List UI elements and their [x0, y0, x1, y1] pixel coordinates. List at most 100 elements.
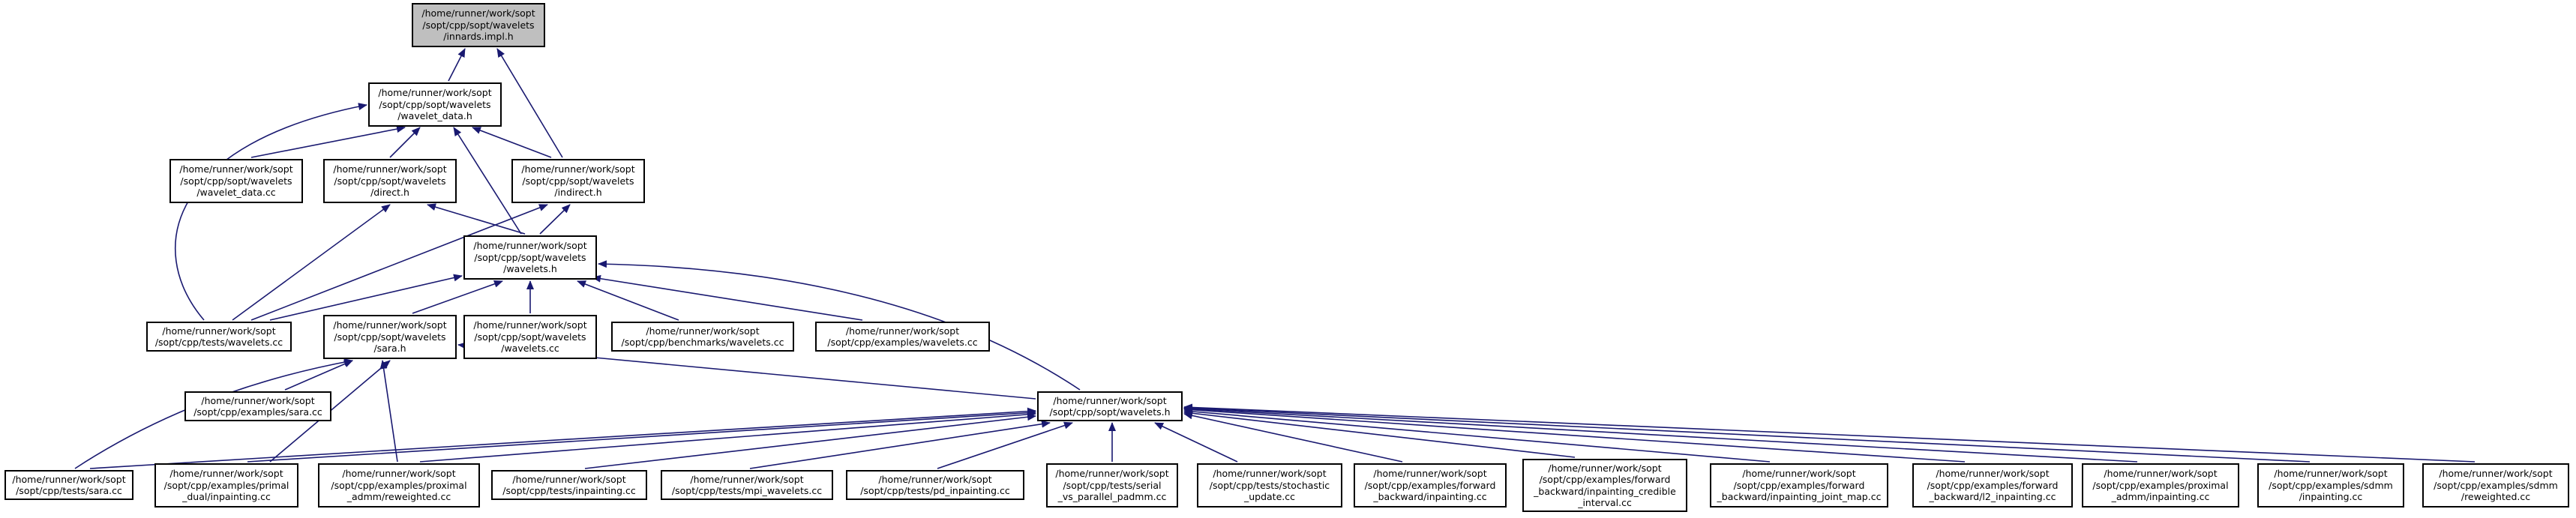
node-label-line: /sopt/cpp/sopt/wavelets.h — [1049, 406, 1171, 418]
node-wavelet-data-cc[interactable]: /home/runner/work/sopt/sopt/cpp/sopt/wav… — [169, 159, 303, 203]
node-label-line: _vs_parallel_padmm.cc — [1057, 491, 1167, 503]
edge-tests_wavelets-to-direct_h — [232, 204, 391, 321]
node-label-line: /home/runner/work/sopt — [1742, 468, 1856, 480]
node-tests-serial[interactable]: /home/runner/work/sopt/sopt/cpp/tests/se… — [1046, 463, 1178, 508]
node-label-line: /home/runner/work/sopt — [162, 325, 276, 337]
node-label-line: /sopt/cpp/sopt/wavelets — [422, 19, 535, 31]
edge-ex_prox_inpaint-to-sopt_wavelets_h — [1183, 405, 2138, 463]
node-label-line: _backward/inpainting_credible — [1534, 485, 1676, 497]
node-ex-sara[interactable]: /home/runner/work/sopt/sopt/cpp/examples… — [184, 391, 331, 421]
node-wavelets-wh[interactable]: /home/runner/work/sopt/sopt/cpp/sopt/wav… — [463, 235, 597, 280]
node-label-line: _interval.cc — [1578, 497, 1632, 508]
edge-tests_pd-to-sopt_wavelets_h — [937, 421, 1073, 469]
node-label-line: /sopt/cpp/tests/serial — [1063, 479, 1162, 491]
node-label-line: /sopt/cpp/tests/sara.cc — [16, 485, 122, 496]
node-ex-fb-l2[interactable]: /home/runner/work/sopt/sopt/cpp/examples… — [1912, 463, 2073, 508]
node-indirect-h[interactable]: /home/runner/work/sopt/sopt/cpp/sopt/wav… — [511, 159, 645, 203]
node-label-line: /sopt/cpp/examples/forward — [1364, 479, 1496, 491]
node-label-line: /sopt/cpp/sopt/wavelets — [180, 175, 292, 187]
edge-sopt_wavelets_h-to-wavelets_wh — [598, 260, 1081, 391]
node-label-line: /home/runner/work/sopt — [1373, 468, 1487, 480]
node-label-line: /home/runner/work/sopt — [169, 468, 283, 480]
node-label-line: /home/runner/work/sopt — [201, 394, 315, 406]
node-tests-mpi[interactable]: /home/runner/work/sopt/sopt/cpp/tests/mp… — [661, 470, 833, 500]
edge-ex_fb_cred-to-sopt_wavelets_h — [1183, 409, 1576, 458]
node-ex-fb-inpaint[interactable]: /home/runner/work/sopt/sopt/cpp/examples… — [1354, 463, 1507, 508]
node-label-line: /sopt/cpp/sopt/wavelets — [474, 331, 586, 343]
node-innards: /home/runner/work/sopt/sopt/cpp/sopt/wav… — [412, 3, 545, 47]
node-tests-sara[interactable]: /home/runner/work/sopt/sopt/cpp/tests/sa… — [4, 470, 133, 500]
node-tests-wavelets[interactable]: /home/runner/work/sopt/sopt/cpp/tests/wa… — [146, 322, 292, 352]
node-direct-h[interactable]: /home/runner/work/sopt/sopt/cpp/sopt/wav… — [323, 159, 457, 203]
node-label-line: /home/runner/work/sopt — [378, 87, 492, 99]
edge-wavelets_wh-to-indirect_h — [539, 204, 571, 235]
edge-indirect_h-to-innards — [496, 48, 563, 158]
node-label-line: /sopt/cpp/sopt/wavelets — [474, 251, 586, 263]
node-label-line: /home/runner/work/sopt — [2439, 468, 2553, 480]
edge-tests_stoch-to-sopt_wavelets_h — [1154, 422, 1238, 463]
node-ex-prox-inpaint[interactable]: /home/runner/work/sopt/sopt/cpp/examples… — [2082, 463, 2239, 508]
edge-ex_primal_dual-to-sopt_wavelets_h — [247, 409, 1036, 463]
node-label-line: /direct.h — [370, 187, 409, 199]
node-ex-sdmm-inpaint[interactable]: /home/runner/work/sopt/sopt/cpp/examples… — [2257, 463, 2404, 508]
node-label-line: _update.cc — [1243, 491, 1295, 503]
node-tests-stoch[interactable]: /home/runner/work/sopt/sopt/cpp/tests/st… — [1197, 463, 1342, 508]
node-label-line: /home/runner/work/sopt — [521, 163, 635, 175]
node-label-line: /home/runner/work/sopt — [2104, 468, 2218, 480]
node-ex-fb-joint[interactable]: /home/runner/work/sopt/sopt/cpp/examples… — [1710, 463, 1888, 508]
node-tests-pd[interactable]: /home/runner/work/sopt/sopt/cpp/tests/pd… — [846, 470, 1024, 500]
node-wavelet-data-h[interactable]: /home/runner/work/sopt/sopt/cpp/sopt/wav… — [368, 82, 502, 127]
node-label-line: /home/runner/work/sopt — [342, 468, 456, 480]
edge-wavelets_wh-to-direct_h — [427, 203, 526, 235]
edge-tests_wavelets-to-wavelets_wh — [269, 274, 463, 321]
edge-tests_wavelets-to-wavelet_data_h — [174, 103, 367, 321]
node-ex-primal-dual[interactable]: /home/runner/work/sopt/sopt/cpp/examples… — [154, 463, 298, 508]
node-label-line: /sopt/cpp/tests/inpainting.cc — [502, 485, 636, 496]
node-label-line: _dual/inpainting.cc — [182, 491, 271, 503]
edge-ex_sdmm_rew-to-sopt_wavelets_h — [1183, 403, 2476, 463]
node-label-line: /home/runner/work/sopt — [690, 473, 804, 485]
node-label-line: /sopt/cpp/benchmarks/wavelets.cc — [621, 337, 784, 348]
node-label-line: /sopt/cpp/tests/mpi_wavelets.cc — [671, 485, 823, 496]
node-ex-fb-cred[interactable]: /home/runner/work/sopt/sopt/cpp/examples… — [1522, 459, 1687, 512]
node-label-line: /inpainting.cc — [2299, 491, 2363, 503]
edge-tests_inpaint-to-sopt_wavelets_h — [584, 413, 1036, 469]
node-sopt-wavelets-h[interactable]: /home/runner/work/sopt/sopt/cpp/sopt/wav… — [1037, 391, 1183, 421]
node-label-line: /home/runner/work/sopt — [473, 240, 587, 252]
node-label-line: /sopt/cpp/sopt/wavelets — [379, 98, 491, 110]
node-label-line: /sopt/cpp/sopt/wavelets — [334, 175, 446, 187]
node-label-line: /sopt/cpp/examples/sara.cc — [193, 406, 322, 418]
node-label-line: /sopt/cpp/tests/pd_inpainting.cc — [860, 485, 1010, 496]
node-tests-inpaint[interactable]: /home/runner/work/sopt/sopt/cpp/tests/in… — [491, 470, 647, 500]
node-bench-wavelets[interactable]: /home/runner/work/sopt/sopt/cpp/benchmar… — [611, 322, 794, 352]
node-label-line: /wavelets.cc — [501, 343, 559, 355]
node-label-line: /sopt/cpp/examples/proximal — [2092, 479, 2229, 491]
node-label-line: /sopt/cpp/sopt/wavelets — [334, 331, 446, 343]
edge-ex_prox_rew-to-sopt_wavelets_h — [419, 410, 1036, 463]
edge-bench_wavelets-to-wavelets_wh — [577, 280, 679, 321]
node-label-line: /home/runner/work/sopt — [1936, 468, 2050, 480]
edge-ex_prox_rew-to-sara_h — [379, 360, 398, 463]
node-label-line: /home/runner/work/sopt — [1213, 468, 1327, 480]
node-label-line: _backward/inpainting.cc — [1373, 491, 1487, 503]
edge-ex_sara-to-sara_h — [284, 360, 353, 391]
node-ex-sdmm-rew[interactable]: /home/runner/work/sopt/sopt/cpp/examples… — [2422, 463, 2569, 508]
node-label-line: /home/runner/work/sopt — [1053, 394, 1167, 406]
edge-direct_h-to-wavelet_data_h — [389, 127, 421, 158]
edge-ex_fb_inpaint-to-sopt_wavelets_h — [1183, 412, 1403, 463]
edge-ex_fb_joint-to-sopt_wavelets_h — [1183, 407, 1771, 463]
node-label-line: _backward/inpainting_joint_map.cc — [1717, 491, 1882, 503]
node-label-line: /home/runner/work/sopt — [12, 473, 126, 485]
node-ex-prox-rew[interactable]: /home/runner/work/sopt/sopt/cpp/examples… — [318, 463, 480, 508]
node-label-line: /sopt/cpp/examples/sdmm — [2434, 479, 2558, 491]
node-ex-wavelets[interactable]: /home/runner/work/sopt/sopt/cpp/examples… — [815, 322, 990, 352]
node-sara-h[interactable]: /home/runner/work/sopt/sopt/cpp/sopt/wav… — [323, 315, 457, 359]
node-label-line: _admm/reweighted.cc — [346, 491, 451, 503]
node-wavelets-wcc[interactable]: /home/runner/work/sopt/sopt/cpp/sopt/wav… — [463, 315, 597, 359]
edge-ex_fb_l2-to-sopt_wavelets_h — [1183, 406, 1966, 463]
node-label-line: _backward/l2_inpainting.cc — [1929, 491, 2056, 503]
node-label-line: /home/runner/work/sopt — [1055, 468, 1169, 480]
node-label-line: _admm/inpainting.cc — [2111, 491, 2210, 503]
node-label-line: /reweighted.cc — [2461, 491, 2531, 503]
node-label-line: /wavelets.h — [503, 263, 557, 275]
